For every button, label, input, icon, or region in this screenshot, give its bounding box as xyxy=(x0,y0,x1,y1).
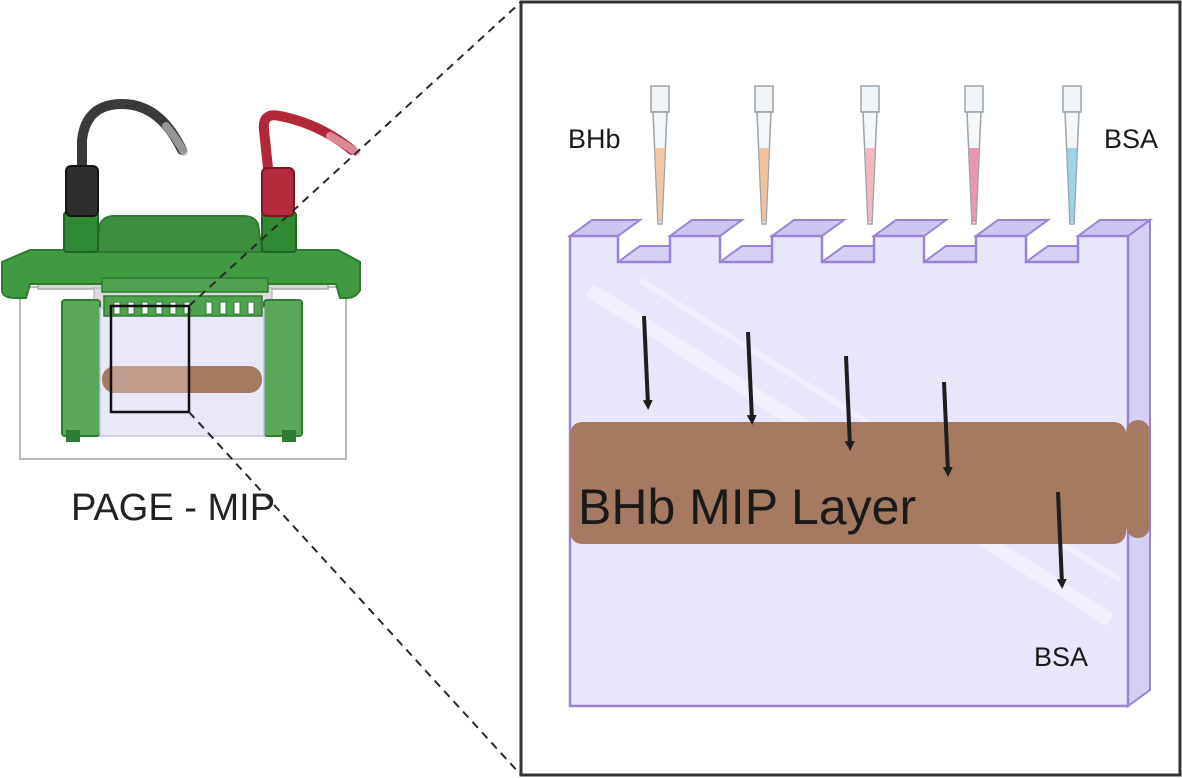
left-support xyxy=(61,299,101,437)
mip-layer-band xyxy=(570,422,1126,544)
lid-inner-bar xyxy=(101,277,269,293)
pipette-cap xyxy=(860,85,880,113)
mip-layer-label: BHb MIP Layer xyxy=(578,479,916,535)
mip-layer-band-side xyxy=(1126,420,1150,538)
pipette-cap xyxy=(1062,85,1082,113)
pipette-liquid xyxy=(655,148,665,222)
pipette-tip-icon xyxy=(860,85,880,225)
migration-arrows xyxy=(642,315,1067,589)
apparatus-caption: PAGE - MIP xyxy=(71,487,275,529)
pipette-group xyxy=(650,85,1082,225)
pipette-cap xyxy=(754,85,774,113)
pipette-liquid xyxy=(969,148,979,222)
black-lead-plug xyxy=(65,165,99,217)
pipette-tip-icon xyxy=(650,85,670,225)
right-support xyxy=(263,299,303,437)
electrophoresis-apparatus-icon xyxy=(0,98,361,460)
red-lead-plug xyxy=(261,167,295,217)
pipette-liquid xyxy=(865,148,875,222)
pipette-tip-icon xyxy=(964,85,984,225)
arrow-lane-3 xyxy=(844,355,855,451)
right-foot xyxy=(282,430,296,442)
red-lead-cable-fade xyxy=(326,132,360,156)
label-bsa-top: BSA xyxy=(1104,124,1158,154)
zoom-selection-box xyxy=(109,304,191,414)
pipette-cap xyxy=(650,85,670,113)
label-bsa-bottom: BSA xyxy=(1034,642,1088,672)
left-foot xyxy=(66,430,80,442)
black-electrode-post xyxy=(63,211,99,253)
pipette-liquid xyxy=(1067,148,1077,222)
red-electrode-post xyxy=(261,211,297,253)
tank-lid xyxy=(0,249,361,299)
label-bhb: BHb xyxy=(568,124,621,154)
comb-teeth xyxy=(113,301,255,315)
zoom-line-bottom xyxy=(188,411,522,776)
zoom-line-top xyxy=(188,1,522,307)
lid-top-bump xyxy=(94,215,264,253)
pipette-tip-icon xyxy=(1062,85,1082,225)
pipette-liquid xyxy=(759,148,769,222)
pipette-tip-icon xyxy=(754,85,774,225)
gel-top-faces xyxy=(566,219,1154,237)
black-lead-cable-fade xyxy=(162,122,188,156)
gel-mip-band-highlight xyxy=(110,366,188,393)
arrow-lane-4 xyxy=(942,381,953,477)
arrow-lane-1 xyxy=(642,315,653,410)
arrow-lane-5 xyxy=(1056,491,1067,589)
arrow-lane-2 xyxy=(746,331,757,425)
pipette-cap xyxy=(964,85,984,113)
black-lead-cable xyxy=(77,98,187,173)
